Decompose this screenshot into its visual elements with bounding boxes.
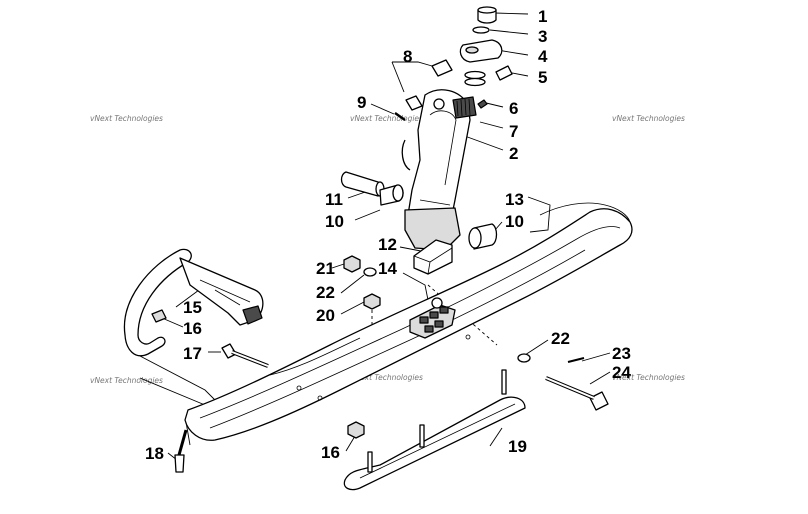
callout-20: 20 (316, 306, 335, 325)
callout-16-bottom: 16 (321, 443, 340, 462)
watermark-left-bottom: vNext Technologies (90, 376, 163, 385)
watermark-center-bottom: vNext Technologies (350, 373, 423, 382)
callout-9: 9 (357, 93, 366, 112)
callout-5: 5 (538, 68, 547, 87)
callout-11: 11 (325, 190, 343, 209)
callout-22-right: 22 (551, 329, 570, 348)
watermark-right-bottom: vNext Technologies (612, 373, 685, 382)
callout-3: 3 (538, 27, 547, 46)
watermark-left-top: vNext Technologies (90, 114, 163, 123)
callout-7: 7 (509, 122, 518, 141)
ski-body (184, 202, 633, 441)
watermark-right-top: vNext Technologies (612, 114, 685, 123)
callout-12: 12 (378, 235, 397, 254)
ski-handle (123, 248, 264, 357)
watermark-center-top: vNext Technologies (350, 114, 423, 123)
bolts (174, 343, 609, 473)
callout-19: 19 (508, 437, 527, 456)
callout-21: 21 (316, 259, 335, 278)
callout-1: 1 (538, 7, 547, 26)
callout-numbers: 1 3 4 5 8 9 6 7 2 11 13 10 10 12 21 14 2… (145, 7, 631, 463)
callout-10-left: 10 (325, 212, 344, 231)
callout-14: 14 (378, 259, 397, 278)
callout-15: 15 (183, 298, 202, 317)
callout-13: 13 (505, 190, 524, 209)
ski-saddle (296, 297, 471, 401)
callout-16-left: 16 (183, 319, 202, 338)
callout-6: 6 (509, 99, 518, 118)
bushings (340, 171, 498, 310)
callout-22-left: 22 (316, 283, 335, 302)
top-hardware (394, 6, 513, 122)
callout-23: 23 (612, 344, 631, 363)
watermarks: vNext Technologies vNext Technologies vN… (90, 114, 685, 385)
callout-10-right: 10 (505, 212, 524, 231)
callout-4: 4 (538, 47, 548, 66)
callout-17: 17 (183, 344, 202, 363)
spindle (401, 89, 477, 251)
callout-8: 8 (403, 47, 412, 66)
wear-bar (343, 369, 526, 491)
callout-2: 2 (509, 144, 518, 163)
callout-24: 24 (612, 363, 631, 382)
callout-18: 18 (145, 444, 164, 463)
